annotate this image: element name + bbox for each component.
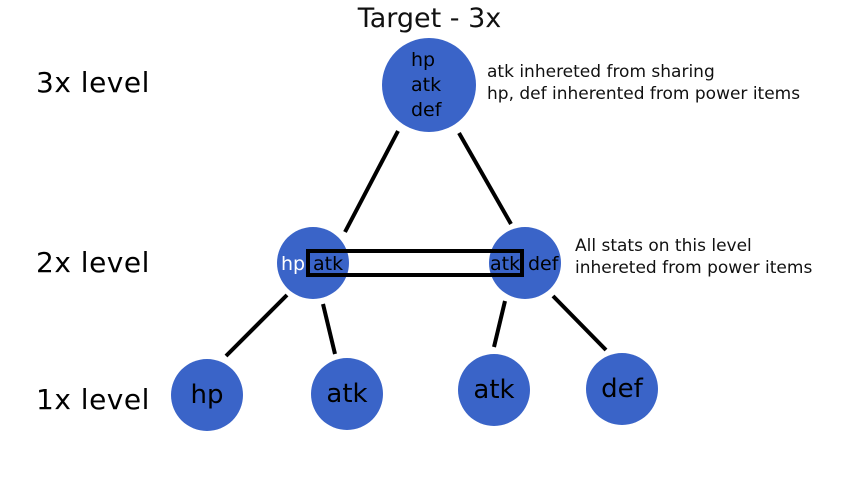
- target-stat-hp: hp: [411, 48, 436, 71]
- right-2x-stat-atk: atk: [490, 253, 521, 275]
- edge-2xleft-to-hp: [224, 293, 289, 358]
- node-1x-atk-left: atk: [311, 358, 383, 430]
- level-label-3x: 3x level: [36, 66, 150, 99]
- edge-2xright-to-def: [551, 294, 608, 352]
- level-label-1x: 1x level: [36, 383, 150, 416]
- annotation-2x-level: All stats on this level inhereted from p…: [575, 235, 812, 279]
- target-stat-atk: atk: [411, 73, 442, 96]
- node-1x-def: def: [586, 353, 658, 425]
- annotation-2x-line2: inhereted from power items: [575, 258, 813, 278]
- level-label-2x: 2x level: [36, 246, 150, 279]
- node-1x-atk-right: atk: [458, 354, 530, 426]
- edge-target-to-2x-right: [457, 132, 513, 225]
- target-stat-def: def: [411, 98, 442, 121]
- diagram-title: Target - 3x: [357, 3, 502, 34]
- atk-sharing-rectangle: [306, 249, 524, 277]
- edge-2xright-to-atk: [492, 300, 507, 348]
- node-target-3x: hp atk def: [382, 38, 476, 132]
- edge-2xleft-to-atk: [321, 303, 337, 355]
- node-2x-right: [489, 227, 561, 299]
- left-2x-stat-hp: hp: [281, 253, 306, 275]
- annotation-3x-level: atk inhereted from sharing hp, def inher…: [487, 61, 800, 105]
- node-1x-hp: hp: [171, 359, 243, 431]
- node-2x-left: [277, 227, 349, 299]
- left-2x-stat-atk: atk: [313, 253, 344, 275]
- annotation-3x-line1: atk inhereted from sharing: [487, 62, 715, 82]
- right-2x-stat-def: def: [528, 253, 559, 275]
- annotation-3x-line2: hp, def inherented from power items: [487, 84, 801, 104]
- annotation-2x-line1: All stats on this level: [575, 236, 752, 256]
- edge-target-to-2x-left: [343, 130, 400, 233]
